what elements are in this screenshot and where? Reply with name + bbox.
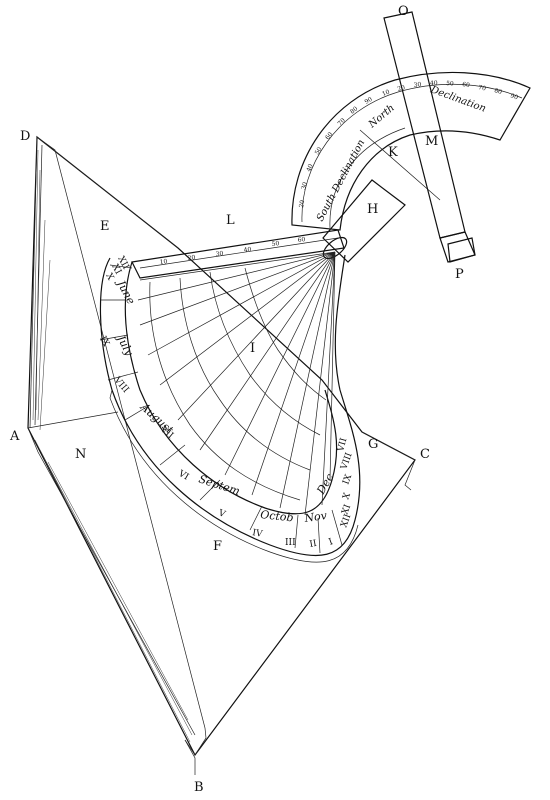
hour-numeral: XII: [339, 512, 353, 529]
letter-o: O: [398, 4, 409, 19]
letter-b: B: [194, 780, 204, 795]
arc-tick: 20: [298, 199, 306, 208]
hour-numeral: I: [328, 537, 335, 548]
letter-d: D: [20, 129, 30, 144]
hour-numeral: X: [341, 491, 353, 501]
arc-ticks: 20 30 40 50 60 70 80 90 10 20 30 40 50 6…: [298, 80, 519, 209]
letter-e: E: [100, 219, 110, 234]
hour-numeral: VI: [176, 468, 191, 482]
letter-c: C: [420, 447, 430, 462]
strip-tick: 40: [243, 246, 252, 254]
letter-h: H: [367, 202, 378, 217]
arc-tick: 60: [462, 81, 471, 89]
strip-tick: 10: [159, 258, 168, 266]
arc-tick: 10: [381, 88, 391, 97]
index-arm: [383, 11, 476, 263]
hour-numeral: IX: [341, 473, 354, 486]
south-declination-label: South Declination: [315, 138, 367, 223]
letter-k: K: [388, 145, 398, 160]
hour-numeral: XI: [109, 263, 123, 277]
hour-numeral: V: [216, 508, 227, 520]
hour-numeral: VIII: [339, 451, 355, 472]
hour-numeral: III: [285, 538, 296, 548]
hour-numeral: X: [103, 272, 115, 283]
arc-tick: 40: [305, 163, 314, 173]
hour-numeral: II: [309, 539, 318, 550]
arc-tick: 20: [397, 84, 406, 93]
strip-tick: 50: [271, 240, 280, 248]
declination-arc: [291, 71, 531, 231]
base-board: [27, 135, 416, 775]
arc-tick: 70: [478, 84, 487, 92]
strip-tick: 60: [297, 236, 306, 244]
arc-tick: 70: [336, 117, 346, 127]
arc-tick: 80: [349, 105, 359, 115]
hour-numeral: IX: [97, 335, 111, 349]
arc-tick: 30: [413, 81, 422, 89]
arc-tick: 60: [324, 131, 334, 141]
reference-letters: O P D E L H M K I A N G C F B: [9, 4, 464, 795]
month-label: Octob: [260, 508, 294, 524]
letter-i: I: [250, 341, 255, 356]
arc-tick: 30: [300, 181, 309, 190]
letter-n: N: [75, 447, 86, 462]
cone-dial: [99, 179, 406, 563]
north-label: North: [366, 103, 397, 131]
arc-tick: 90: [364, 96, 374, 106]
arc-tick: 40: [430, 80, 438, 87]
month-label: Nov: [303, 509, 329, 525]
hour-numeral: VII: [336, 437, 350, 454]
hour-numeral: IV: [251, 528, 263, 540]
letter-p: P: [455, 267, 464, 282]
arc-tick: 50: [446, 80, 454, 88]
arc-tick: 80: [493, 87, 502, 96]
hour-numerals: XII XI X IX VIII VII VI V IV III II I XI…: [97, 255, 354, 550]
hour-numeral: XI: [340, 503, 353, 516]
letter-m: M: [425, 134, 438, 149]
arc-tick: 90: [509, 92, 519, 101]
arc-tick: 50: [314, 146, 324, 156]
letter-f: F: [213, 539, 222, 554]
strip-tick: 20: [187, 254, 196, 262]
strip-ticks: 10 20 30 40 50 60: [159, 236, 306, 266]
letter-l: L: [226, 213, 235, 228]
month-label: Septem: [197, 472, 241, 497]
strip-tick: 30: [215, 250, 224, 258]
month-label: June: [113, 277, 137, 307]
letter-a: A: [9, 429, 20, 444]
letter-g: G: [368, 437, 378, 452]
month-label: July: [113, 332, 136, 359]
